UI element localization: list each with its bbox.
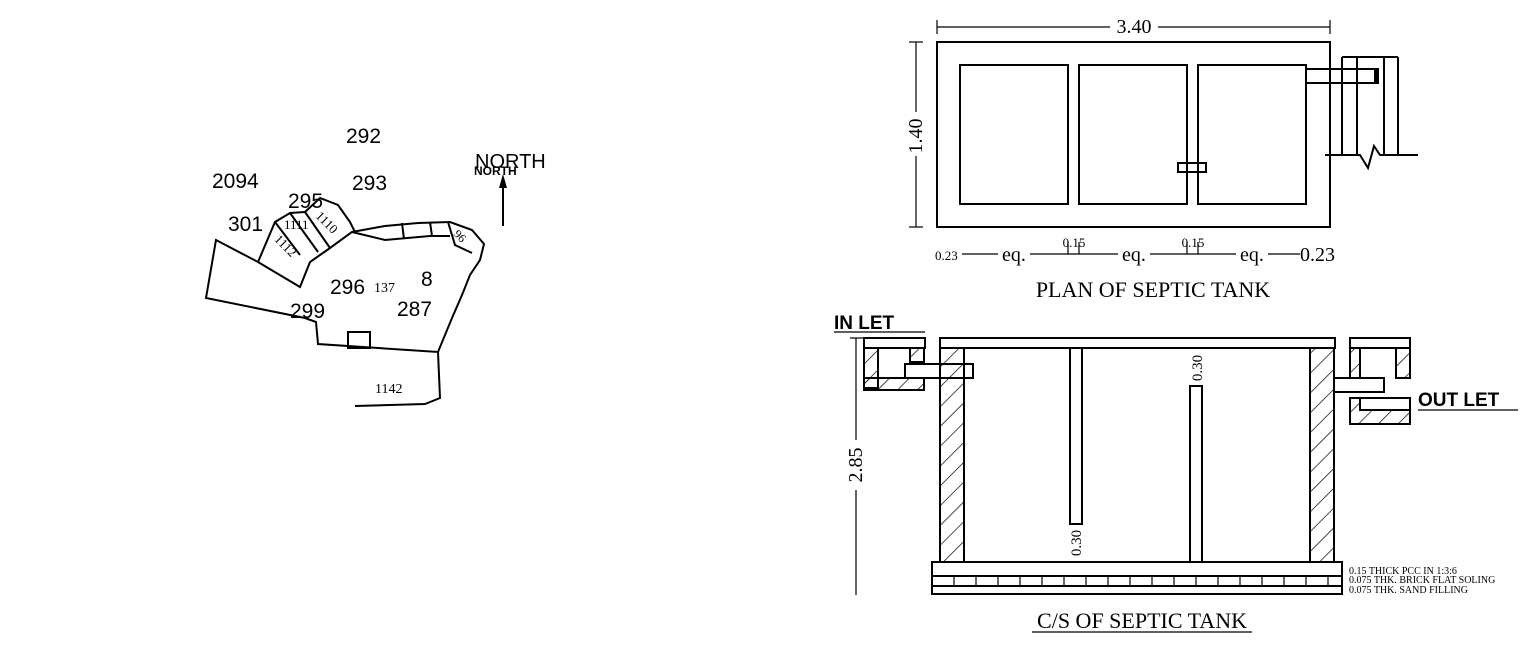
inlet-pipe — [904, 363, 974, 379]
plot-divider-5 — [429, 221, 433, 237]
north-label-small: NORTH — [474, 164, 517, 178]
pcc-layer — [931, 561, 1343, 577]
layer-note: 0.075 THK. SAND FILLING — [1349, 585, 1468, 596]
site-plan: 292 293 2094 295 301 1111 1110 1112 296 … — [204, 125, 546, 407]
road-strip — [351, 231, 450, 242]
plot-divider-1 — [274, 221, 301, 256]
depth-dim: 2.85 — [845, 448, 867, 483]
baffle-bottom-dim: 0.30 — [1069, 530, 1085, 556]
plot-label: 1111 — [284, 217, 309, 232]
north-label: NORTH — [475, 151, 546, 173]
plot-label: 8 — [421, 268, 433, 291]
baffle-wall-1 — [1069, 347, 1083, 525]
plot-label: 293 — [352, 172, 387, 195]
plot-label: 295 — [288, 190, 323, 213]
inlet-label: IN LET — [834, 313, 895, 334]
septic-section: IN LET 2.85 OUT LET 0.30 0.30 — [834, 313, 1518, 633]
plot-label: 301 — [228, 213, 263, 236]
plot-label: 287 — [397, 298, 432, 321]
outlet-pipe — [1333, 377, 1385, 393]
outlet-label: OUT LET — [1418, 390, 1500, 411]
chamber-1 — [959, 64, 1069, 205]
north-arrow-icon — [499, 174, 507, 188]
plan-dim: 0.23 — [935, 248, 958, 263]
plan-dim: 0.15 — [1182, 235, 1205, 250]
plot-label: 2094 — [212, 170, 259, 193]
plot-label: 299 — [290, 300, 325, 323]
plan-dim: eq. — [1002, 244, 1026, 266]
plan-dim: eq. — [1240, 244, 1264, 266]
plot-label: 1112 — [272, 231, 300, 259]
plan-break-line — [1325, 143, 1418, 171]
plot-label: 296 — [330, 276, 365, 299]
left-wall — [939, 347, 965, 563]
plan-title: PLAN OF SEPTIC TANK — [1036, 277, 1270, 302]
site-boundary — [204, 220, 486, 354]
chamber-2 — [1078, 64, 1188, 205]
layer-note: 0.15 THICK PCC IN 1:3:6 — [1349, 566, 1457, 577]
length-dim: 3.40 — [1117, 16, 1152, 38]
plan-tank-outline — [936, 41, 1331, 228]
plot-label: 137 — [374, 281, 395, 296]
baffle-top-dim: 0.30 — [1190, 355, 1206, 381]
brick-soling-layer — [931, 575, 1343, 587]
plot-96-boundary — [447, 221, 473, 254]
inlet-chamber-base — [863, 377, 925, 391]
plot-divider-3 — [304, 211, 331, 249]
cover-slab — [939, 337, 1336, 349]
plot-label: 1142 — [375, 382, 402, 397]
chamber-3 — [1197, 64, 1307, 205]
width-dim: 1.40 — [905, 119, 927, 154]
plot-divider-2 — [289, 212, 319, 253]
plot-label: 292 — [346, 125, 381, 148]
sand-filling-layer — [931, 585, 1343, 595]
septic-plan: 3.40 1.40 0.23 eq. 0.15 eq. — [904, 15, 1418, 302]
plan-dim: 0.15 — [1063, 235, 1086, 250]
brick-joints — [953, 576, 1329, 586]
outlet-chamber-wall — [1395, 347, 1411, 379]
plan-connector-pipe — [1177, 162, 1207, 173]
baffle-wall-2 — [1189, 385, 1203, 563]
plan-dim: 0.23 — [1300, 244, 1335, 266]
layer-note: 0.075 THK. BRICK FLAT SOLING — [1349, 575, 1495, 586]
plan-dim: eq. — [1122, 244, 1146, 266]
plot-1110-boundary — [304, 196, 356, 233]
plot-1142-boundary — [354, 351, 442, 407]
section-title: C/S OF SEPTIC TANK — [1037, 608, 1247, 633]
plot-1111-boundary — [257, 211, 306, 263]
plot-divider-4 — [401, 222, 405, 240]
right-wall — [1309, 347, 1335, 563]
small-structure — [347, 331, 371, 349]
